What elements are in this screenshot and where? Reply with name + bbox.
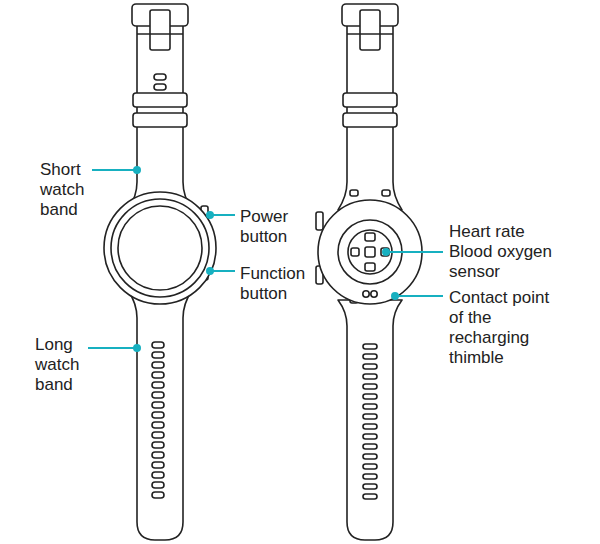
band-hole <box>152 442 164 448</box>
leader-dot <box>207 212 213 218</box>
band-loop <box>133 113 187 127</box>
leader-line <box>386 251 443 253</box>
band-hole <box>363 414 377 419</box>
band-hole <box>152 402 164 408</box>
case <box>104 192 216 304</box>
band-hole <box>363 434 377 439</box>
back-watch <box>316 4 422 540</box>
band-hole <box>152 452 164 458</box>
leader-dot <box>134 345 140 351</box>
charging-contact <box>371 291 377 297</box>
band-hole <box>363 424 377 429</box>
band-hole <box>152 422 164 428</box>
band-hole <box>363 354 377 359</box>
band-hole <box>152 472 164 478</box>
screen <box>118 206 202 290</box>
leader-dot <box>383 249 389 255</box>
part-label: Heart rate Blood oxygen sensor <box>449 222 567 282</box>
band-hole <box>363 444 377 449</box>
band-hole <box>152 362 164 368</box>
leader-line <box>88 347 135 349</box>
band-hole <box>363 384 377 389</box>
part-label: Power button <box>240 207 304 247</box>
leader-line <box>395 295 443 297</box>
band-hole <box>363 404 377 409</box>
leader-dot <box>134 167 140 173</box>
band-hole <box>363 394 377 399</box>
leader-dot <box>207 268 213 274</box>
band-hole <box>363 364 377 369</box>
band-hole <box>152 382 164 388</box>
leader-line <box>92 169 135 171</box>
band-hole <box>152 492 164 498</box>
band-hole <box>152 432 164 438</box>
band-hole <box>363 494 377 499</box>
buckle-prong <box>150 10 170 50</box>
band-hole <box>152 392 164 398</box>
band-hole <box>363 454 377 459</box>
band-hole <box>152 372 164 378</box>
band-hole <box>152 412 164 418</box>
band-hole <box>152 482 164 488</box>
band-hole <box>363 464 377 469</box>
band-hole <box>363 484 377 489</box>
band-hole <box>363 474 377 479</box>
part-label: Short watch band <box>40 160 96 220</box>
part-label: Long watch band <box>35 335 91 395</box>
band-loop <box>133 93 187 107</box>
band-hole <box>363 344 377 349</box>
part-label: Function button <box>240 264 320 304</box>
heart-rate-sensor <box>348 230 392 274</box>
band-hole <box>152 342 164 348</box>
charging-contact <box>363 291 369 297</box>
band-hole <box>152 352 164 358</box>
band-hole <box>152 462 164 468</box>
leader-dot <box>392 293 398 299</box>
front-watch <box>104 4 216 540</box>
part-label: Contact point of the recharging thimble <box>449 288 567 368</box>
long-band <box>128 290 192 540</box>
band-hole <box>363 374 377 379</box>
